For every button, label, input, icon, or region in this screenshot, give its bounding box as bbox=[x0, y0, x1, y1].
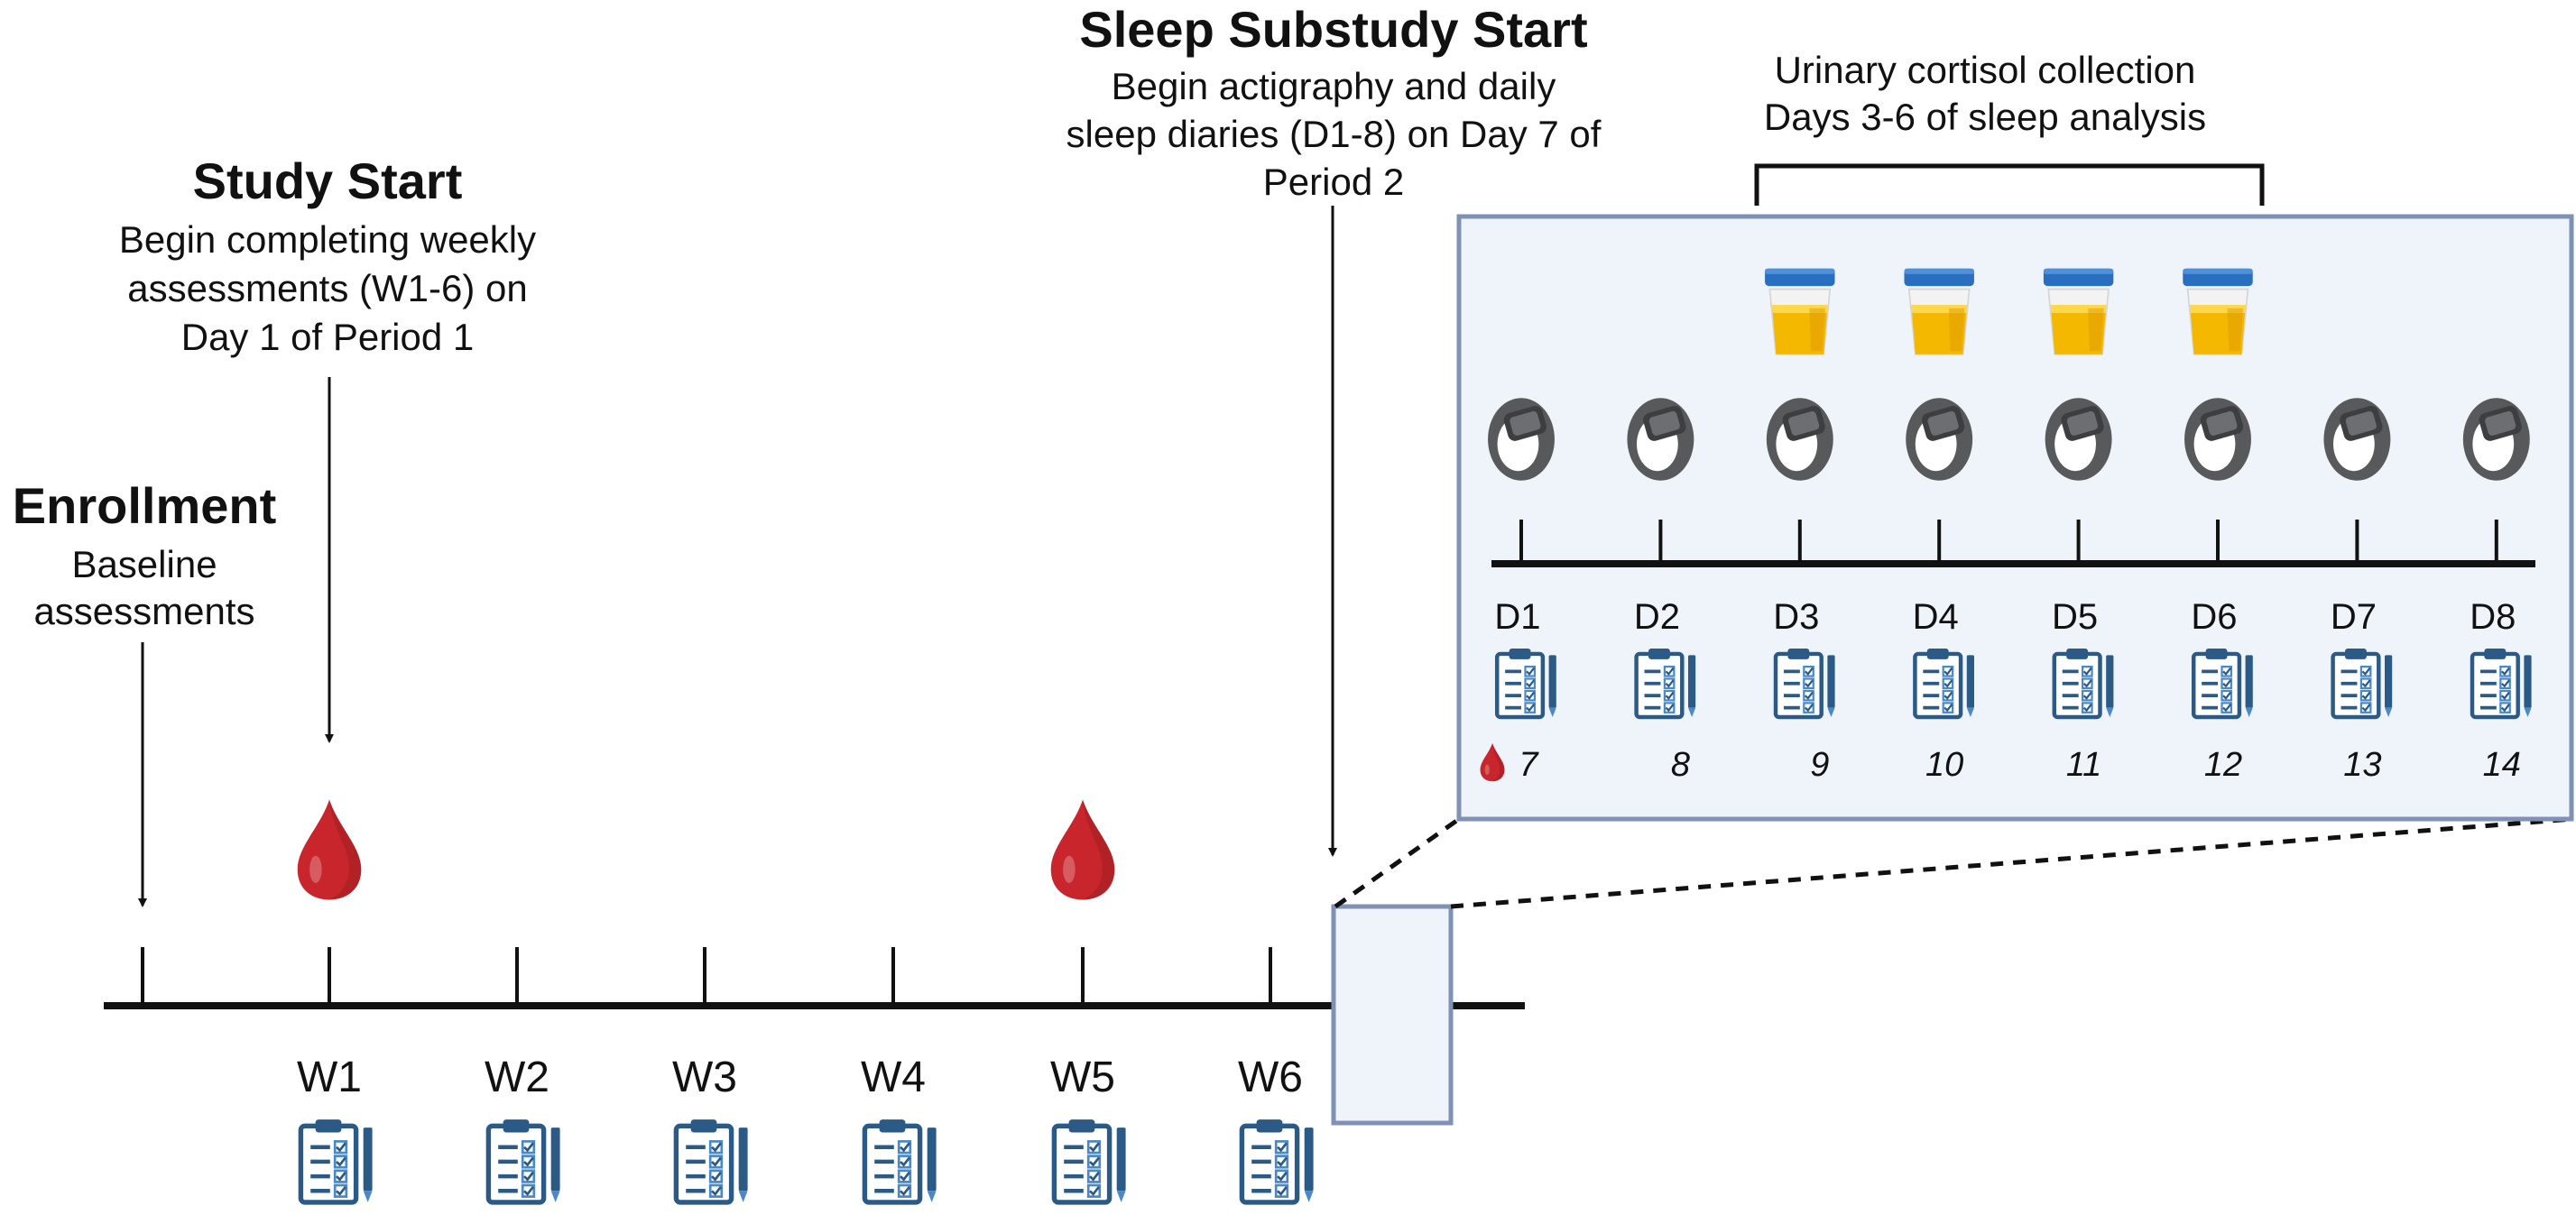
wrist-watch-icon bbox=[2462, 398, 2530, 481]
week-label-w5: W5 bbox=[1050, 1054, 1115, 1101]
cortisol-annotation: Urinary cortisol collection Days 3-6 of … bbox=[1754, 49, 2265, 206]
zoom-connector-left bbox=[1334, 816, 1461, 909]
clipboard-checklist-icon bbox=[864, 1119, 936, 1202]
week-label-w4: W4 bbox=[861, 1054, 926, 1101]
day-label-d1: D1 bbox=[1494, 597, 1540, 637]
blood-drop-icon bbox=[1050, 799, 1115, 900]
study-start-title: Study Start bbox=[193, 152, 463, 209]
blood-drop-icon bbox=[297, 799, 362, 900]
clipboard-checklist-icon bbox=[676, 1119, 747, 1202]
study-start-annotation: Study Start Begin completing weekly asse… bbox=[119, 152, 536, 743]
study-start-line-3: Day 1 of Period 1 bbox=[181, 316, 475, 358]
sleep-substudy-panel bbox=[1456, 214, 2574, 822]
wrist-watch-icon bbox=[2184, 398, 2251, 481]
day-number-14: 14 bbox=[2483, 746, 2521, 784]
enrollment-line-1: Baseline bbox=[71, 543, 217, 585]
wrist-watch-icon bbox=[2323, 398, 2391, 481]
specimen-cup-icon bbox=[1903, 267, 1975, 355]
week-label-w6: W6 bbox=[1238, 1054, 1303, 1101]
enrollment-title: Enrollment bbox=[13, 477, 276, 534]
enrollment-annotation: Enrollment Baseline assessments bbox=[13, 477, 276, 907]
specimen-cup-icon bbox=[1764, 267, 1836, 355]
sleep-substudy-annotation: Sleep Substudy Start Begin actigraphy an… bbox=[1066, 1, 1602, 857]
sleep-substudy-line-2: sleep diaries (D1-8) on Day 7 of bbox=[1066, 113, 1602, 155]
sleep-substudy-title: Sleep Substudy Start bbox=[1079, 1, 1587, 58]
day-label-d8: D8 bbox=[2470, 597, 2516, 637]
clipboard-checklist-icon bbox=[488, 1119, 559, 1202]
clipboard-checklist-icon bbox=[1054, 1119, 1125, 1202]
day-label-d5: D5 bbox=[2052, 597, 2098, 637]
wrist-watch-icon bbox=[1488, 398, 1555, 481]
day-number-11: 11 bbox=[2066, 746, 2101, 784]
day-label-d3: D3 bbox=[1773, 597, 1819, 637]
sleep-substudy-line-1: Begin actigraphy and daily bbox=[1112, 65, 1556, 107]
study-start-line-1: Begin completing weekly bbox=[119, 218, 536, 261]
cortisol-line-1: Urinary cortisol collection bbox=[1775, 49, 2196, 91]
enrollment-line-2: assessments bbox=[33, 590, 254, 632]
week-label-w2: W2 bbox=[485, 1054, 549, 1101]
sleep-substudy-line-3: Period 2 bbox=[1263, 161, 1404, 203]
day-number-10: 10 bbox=[1925, 746, 1963, 784]
day-number-12: 12 bbox=[2204, 746, 2242, 784]
day-label-d4: D4 bbox=[1913, 597, 1959, 637]
sleep-window-marker bbox=[1331, 904, 1454, 1126]
zoom-connector-right bbox=[1450, 816, 2574, 909]
day-label-d6: D6 bbox=[2191, 597, 2237, 637]
day-label-d7: D7 bbox=[2331, 597, 2377, 637]
wrist-watch-icon bbox=[2045, 398, 2112, 481]
day-number-7: 7 bbox=[1519, 746, 1539, 784]
cortisol-bracket bbox=[1754, 163, 2265, 206]
specimen-cup-icon bbox=[2182, 267, 2254, 355]
day-number-9: 9 bbox=[1810, 746, 1829, 784]
day-number-8: 8 bbox=[1671, 746, 1690, 784]
day-label-d2: D2 bbox=[1634, 597, 1680, 637]
wrist-watch-icon bbox=[1906, 398, 1973, 481]
clipboard-checklist-icon bbox=[1242, 1119, 1313, 1202]
week-label-w3: W3 bbox=[672, 1054, 737, 1101]
specimen-cup-icon bbox=[2042, 267, 2115, 355]
day-number-13: 13 bbox=[2343, 746, 2381, 784]
wrist-watch-icon bbox=[1766, 398, 1833, 481]
cortisol-line-2: Days 3-6 of sleep analysis bbox=[1764, 96, 2206, 138]
week-label-w1: W1 bbox=[297, 1054, 362, 1101]
clipboard-checklist-icon bbox=[300, 1119, 372, 1202]
wrist-watch-icon bbox=[1627, 398, 1694, 481]
study-start-line-2: assessments (W1-6) on bbox=[127, 267, 527, 309]
